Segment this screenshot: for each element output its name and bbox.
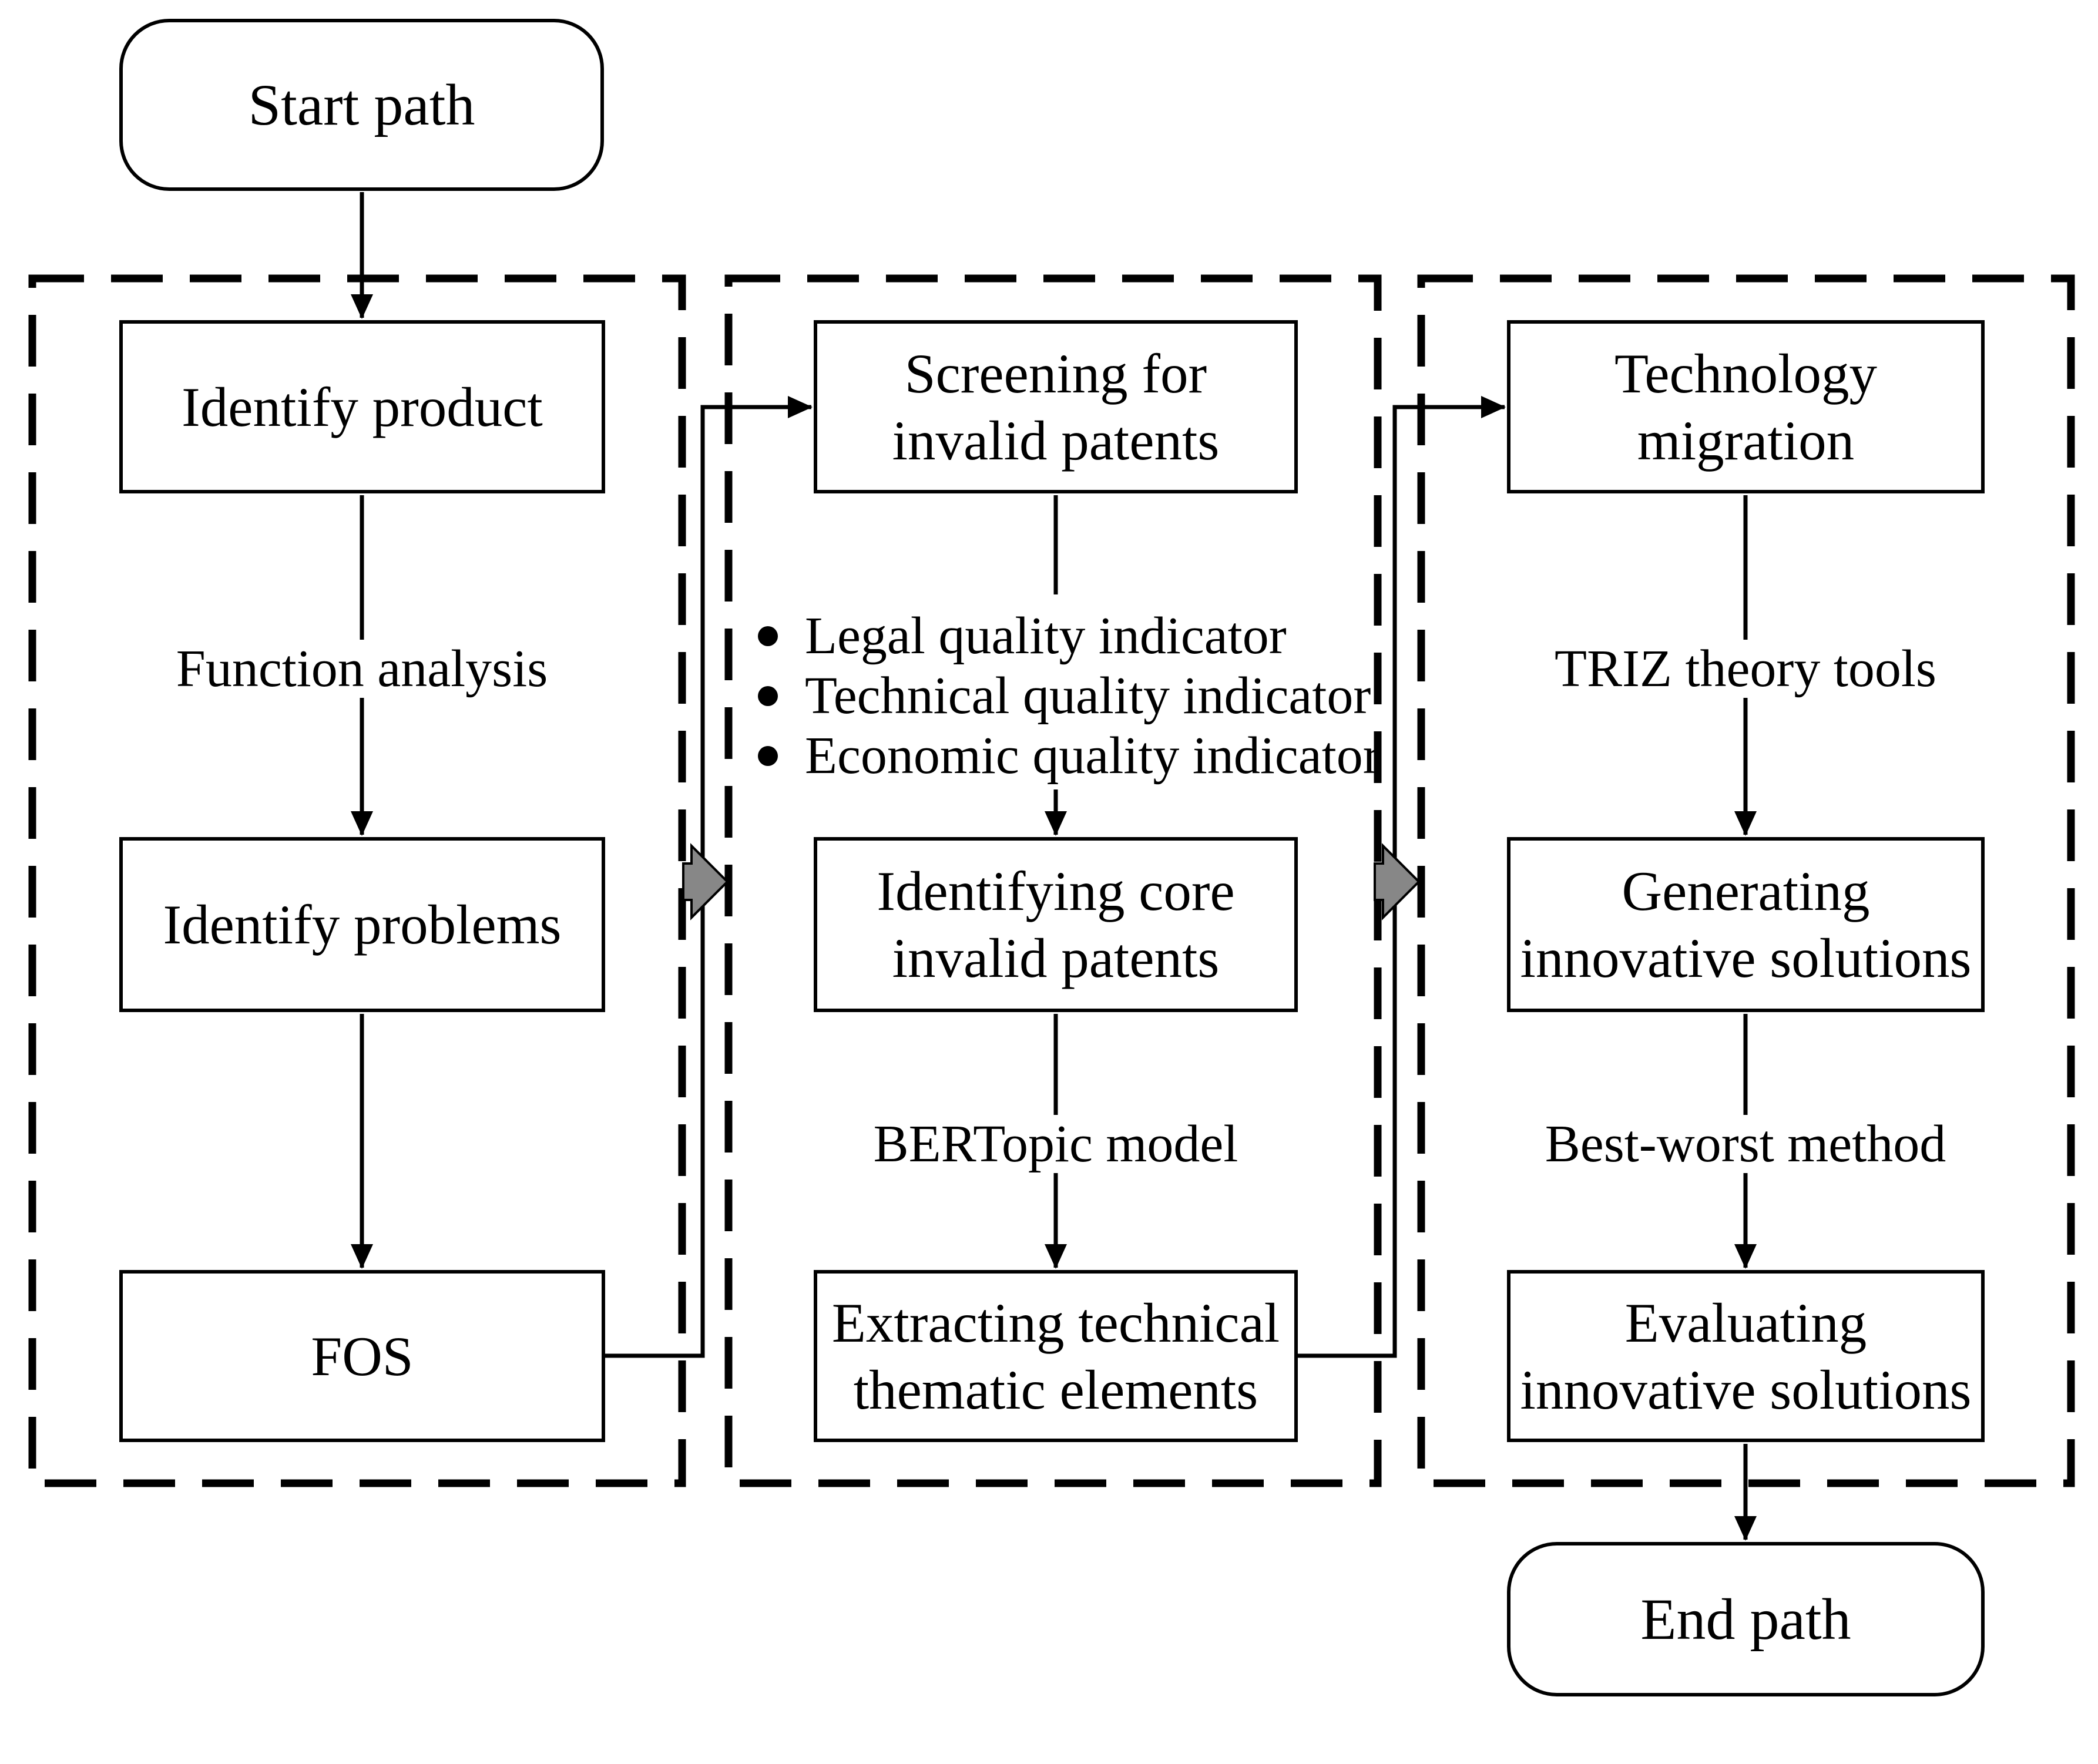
list-item-label: Technical quality indicator [805, 667, 1371, 725]
node-identify-product: Identify product [119, 320, 605, 493]
edge-label-text: Function analysis [160, 640, 563, 698]
node-fos: FOS [119, 1270, 605, 1442]
list-item-label: Legal quality indicator [805, 607, 1287, 665]
bullet-icon [758, 686, 778, 706]
phase-transition-arrow-icon [1374, 843, 1421, 920]
node-screening-invalid-patents: Screening for invalid patents [814, 320, 1298, 493]
node-identifying-core-invalid-patents: Identifying core invalid patents [814, 837, 1298, 1012]
bullet-icon [758, 626, 778, 646]
edge-label-triz-theory-tools: TRIZ theory tools [1481, 640, 2010, 698]
quality-indicator-list: Legal quality indicator Technical qualit… [741, 610, 1381, 782]
list-item: Legal quality indicator [741, 610, 1381, 663]
edge-label-text: TRIZ theory tools [1539, 640, 1952, 698]
phase-panel-3 [1417, 274, 2075, 1487]
phase-transition-arrow-icon [682, 843, 729, 920]
node-generating-innovative-solutions: Generating innovative solutions [1507, 837, 1985, 1012]
start-node: Start path [119, 19, 604, 191]
node-identify-problems: Identify problems [119, 837, 605, 1012]
edge-label-best-worst-method: Best-worst method [1481, 1115, 2010, 1173]
list-item: Economic quality indicator [741, 730, 1381, 782]
edge-label-function-analysis: Function analysis [98, 640, 626, 698]
bullet-icon [758, 746, 778, 766]
list-item: Technical quality indicator [741, 670, 1381, 723]
list-item-label: Economic quality indicator [805, 727, 1381, 785]
node-technology-migration: Technology migration [1507, 320, 1985, 493]
end-node: End path [1507, 1542, 1985, 1696]
edge-label-text: BERTopic model [858, 1115, 1254, 1173]
node-evaluating-innovative-solutions: Evaluating innovative solutions [1507, 1270, 1985, 1442]
edge-label-text: Best-worst method [1529, 1115, 1962, 1173]
edge-label-bertopic-model: BERTopic model [791, 1115, 1320, 1173]
phase-panel-2 [724, 274, 1382, 1487]
node-extracting-thematic-elements: Extracting technical thematic elements [814, 1270, 1298, 1442]
phase-panel-1 [28, 274, 686, 1487]
